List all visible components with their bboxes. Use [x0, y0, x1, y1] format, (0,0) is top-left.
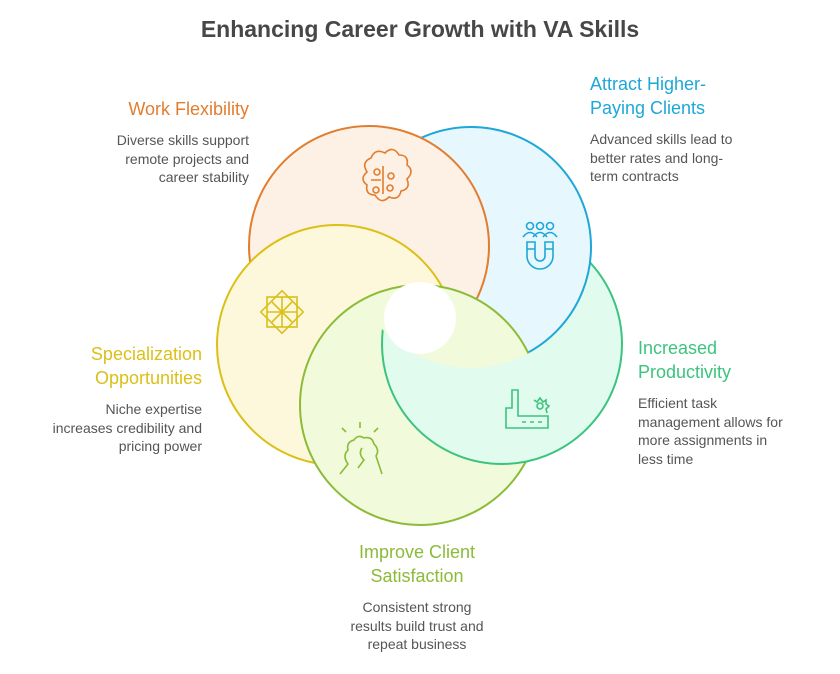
item-heading: Specialization Opportunities — [53, 342, 202, 390]
heading-line: Improve Client — [358, 542, 476, 562]
item-client-satisfaction: Improve Client Satisfaction Consistent s… — [297, 540, 537, 654]
body-line: better rates and long- — [590, 149, 724, 166]
body-line: Efficient task — [638, 395, 718, 411]
heading-line: Opportunities — [94, 368, 202, 388]
item-heading: Attract Higher- Paying Clients — [590, 72, 732, 120]
heading-line: Satisfaction — [370, 566, 464, 586]
heading-line: Specialization — [90, 344, 202, 364]
body-line: results build trust and — [350, 617, 484, 634]
diagram-title: Enhancing Career Growth with VA Skills — [200, 16, 640, 42]
factory-gear-icon — [505, 389, 551, 429]
body-line: more assignments in — [638, 432, 768, 448]
item-body: Diverse skills support remote projects a… — [117, 131, 249, 187]
item-heading: Work Flexibility — [128, 99, 249, 119]
item-increased-productivity: Increased Productivity Efficient task ma… — [638, 336, 783, 468]
body-line: management allows for — [638, 413, 783, 430]
body-line: career stability — [158, 169, 249, 185]
center-hole — [384, 282, 456, 354]
item-heading: Increased Productivity — [638, 336, 783, 384]
item-specialization: Specialization Opportunities Niche exper… — [53, 342, 202, 456]
item-attract-clients: Attract Higher- Paying Clients Advanced … — [590, 72, 732, 186]
item-body: Consistent strong results build trust an… — [297, 598, 537, 654]
item-body: Advanced skills lead to better rates and… — [590, 130, 732, 186]
star-pattern-icon — [259, 289, 305, 335]
body-line: pricing power — [118, 438, 202, 454]
people-magnet-icon — [522, 221, 558, 270]
body-line: remote projects and — [125, 150, 249, 167]
heading-line: Attract Higher- — [590, 74, 707, 94]
body-line: Niche expertise — [105, 401, 203, 417]
body-line: term contracts — [590, 168, 679, 184]
body-line: Diverse skills support — [116, 132, 249, 148]
body-line: less time — [638, 450, 694, 467]
body-line: Consistent strong — [362, 599, 472, 615]
heading-line: Increased — [638, 338, 718, 358]
body-line: increases credibility and — [52, 419, 202, 436]
item-body: Efficient task management allows for mor… — [638, 394, 783, 468]
heading-line: Paying Clients — [590, 98, 706, 118]
heading-line: Productivity — [638, 362, 732, 382]
body-line: repeat business — [367, 636, 467, 652]
handshake-icon — [339, 422, 383, 475]
item-body: Niche expertise increases credibility an… — [53, 400, 202, 456]
brain-circuit-icon — [362, 148, 412, 202]
body-line: Advanced skills lead to — [590, 131, 733, 147]
item-heading: Improve Client Satisfaction — [297, 540, 537, 588]
item-work-flexibility: Work Flexibility Diverse skills support … — [117, 97, 249, 187]
